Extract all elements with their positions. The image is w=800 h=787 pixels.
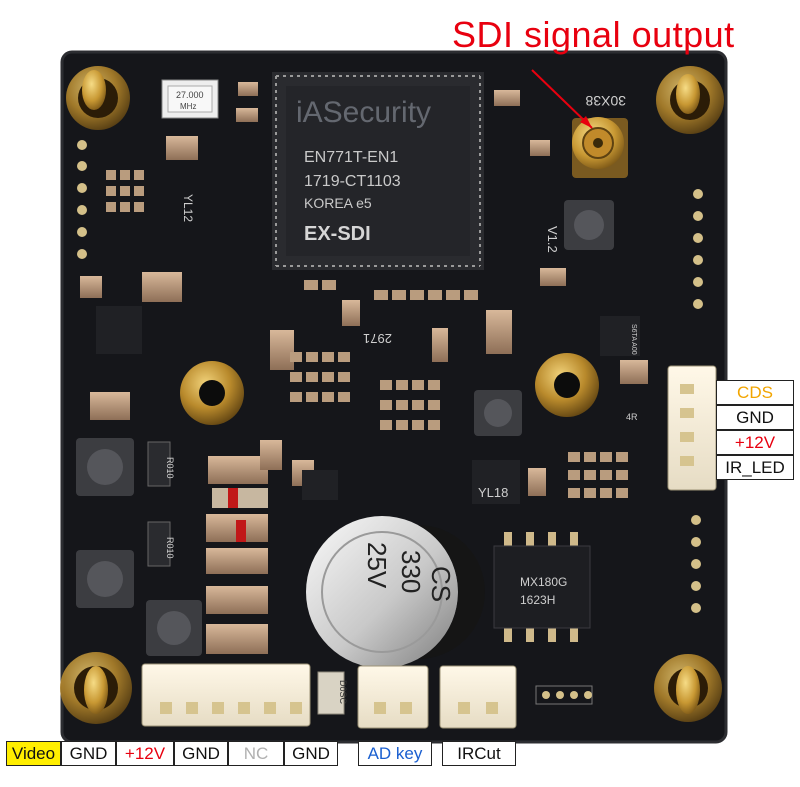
silk-r010-b: R010: [165, 537, 175, 559]
diodes: [212, 488, 268, 542]
ic-line-1: MX180G: [520, 575, 567, 589]
bottom-label-12v: +12V: [116, 741, 174, 766]
silk-2971: 2971: [363, 331, 392, 346]
small-ics: [96, 306, 640, 504]
right-label-gnd: GND: [716, 405, 794, 430]
right-4pin-connector: [667, 365, 717, 491]
chip-line-2: 1719-CT1103: [304, 173, 401, 190]
mount-hole-right: [535, 353, 599, 417]
chip-line-3: KOREA e5: [304, 195, 372, 211]
sdi-callout-label: SDI signal output: [452, 14, 735, 55]
bottom-2pin-connector-ircut: [439, 665, 517, 729]
bottom-label-nc: NC: [228, 741, 284, 766]
corner-mount-top-right: [656, 66, 724, 134]
silk-v12: V1.2: [545, 226, 560, 253]
callout-arrow: [531, 69, 593, 129]
crystal-line-2: MHz: [180, 102, 196, 111]
cap-line-1: 25V: [362, 542, 392, 589]
sdi-sma-connector: 30X38: [572, 93, 628, 178]
bottom-right-pins: [535, 685, 593, 705]
corner-mount-bottom-right: [654, 654, 722, 722]
silk-yl12: YL12: [181, 194, 195, 222]
crystal-line-1: 27.000: [176, 90, 204, 100]
bottom-label-gnd-3: GND: [284, 741, 338, 766]
left-pin-header: [77, 140, 87, 259]
bottom-resistor: D0SC: [317, 671, 348, 715]
tiny-ic-2: 4R: [626, 412, 638, 422]
electrolytic-capacitor: 25V 330 CS: [306, 516, 485, 668]
silk-yl18: YL18: [478, 485, 508, 500]
right-label-cds: CDS: [716, 380, 794, 405]
main-processor-chip: iASecurity EN771T-EN1 1719-CT1103 KOREA …: [272, 72, 484, 270]
right-lower-pin-header: [691, 515, 701, 613]
bottom-label-ad-key: AD key: [358, 741, 432, 766]
shunt-resistors: R010 R010: [147, 441, 175, 567]
right-pin-header: [693, 189, 703, 309]
bottom-label-ircut: IRCut: [442, 741, 516, 766]
bottom-label-gnd-1: GND: [61, 741, 116, 766]
right-label-12v: +12V: [716, 430, 794, 455]
cap-line-3: CS: [426, 566, 456, 602]
right-label-ir-led: IR_LED: [716, 455, 794, 480]
bottom-label-video: Video: [6, 741, 61, 766]
chip-logo: EX-SDI: [304, 223, 371, 245]
res-mark: D0SC: [338, 680, 348, 705]
bottom-6pin-connector: [141, 663, 311, 727]
cap-line-2: 330: [396, 550, 426, 593]
tiny-ic-1: S6TA A00: [630, 324, 637, 355]
corner-mount-top-left: [66, 66, 130, 130]
silk-r010-a: R010: [165, 457, 175, 479]
chip-brand-text: iASecurity: [296, 96, 431, 129]
connector-mark: 30X38: [585, 93, 626, 109]
mount-hole-left: [180, 361, 244, 425]
chip-line-1: EN771T-EN1: [304, 149, 398, 166]
bottom-label-gnd-2: GND: [174, 741, 228, 766]
power-ic: MX180G 1623H: [493, 532, 591, 642]
ic-line-2: 1623H: [520, 593, 555, 607]
corner-mount-bottom-left: [60, 652, 132, 724]
crystal-oscillator: 27.000 MHz: [161, 79, 219, 119]
bottom-2pin-connector-ad: [357, 665, 429, 729]
